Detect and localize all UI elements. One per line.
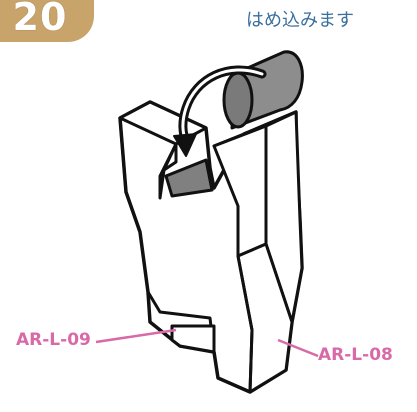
curved-arrow-icon xyxy=(173,65,267,157)
part-label-ar-l-09: AR-L-09 xyxy=(16,330,91,350)
step-number: 20 xyxy=(12,0,68,39)
leader-line-left xyxy=(95,328,177,344)
instruction-text: はめ込みます xyxy=(246,10,354,31)
leader-line-right xyxy=(277,338,319,358)
bracket-part-right xyxy=(212,110,304,394)
step-badge xyxy=(0,0,94,42)
part-label-ar-l-08: AR-L-08 xyxy=(318,345,393,365)
